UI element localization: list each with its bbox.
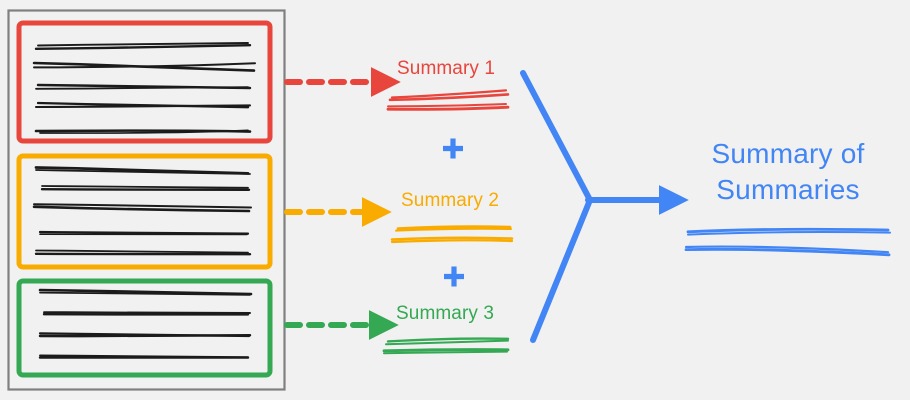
final-summary-label: Summary of Summaries	[690, 136, 886, 208]
final-summary-line-2: Summaries	[716, 173, 860, 205]
plus-1-icon	[443, 138, 463, 159]
chunk-1-text-lines	[32, 42, 256, 134]
merge-arrow-blue	[520, 70, 689, 343]
summary-1-underlines	[386, 89, 510, 111]
summary-2-underlines	[390, 225, 514, 244]
chunk-box-3[interactable]	[16, 278, 273, 378]
plus-2-icon	[444, 266, 464, 287]
summary-2-label: Summary 2	[401, 190, 500, 211]
source-document-frame	[7, 9, 286, 391]
final-summary-line-1: Summary of	[711, 138, 865, 169]
chunk-2-text-lines	[32, 166, 252, 256]
chunk-box-1[interactable]	[16, 20, 273, 144]
chunk-3-text-lines	[38, 288, 253, 360]
final-summary-underlines	[684, 227, 891, 257]
summary-1-label: Summary 1	[397, 58, 496, 79]
chunk-box-2[interactable]	[16, 153, 273, 270]
summary-3-label: Summary 3	[396, 303, 495, 324]
summary-3-underlines	[382, 337, 510, 355]
